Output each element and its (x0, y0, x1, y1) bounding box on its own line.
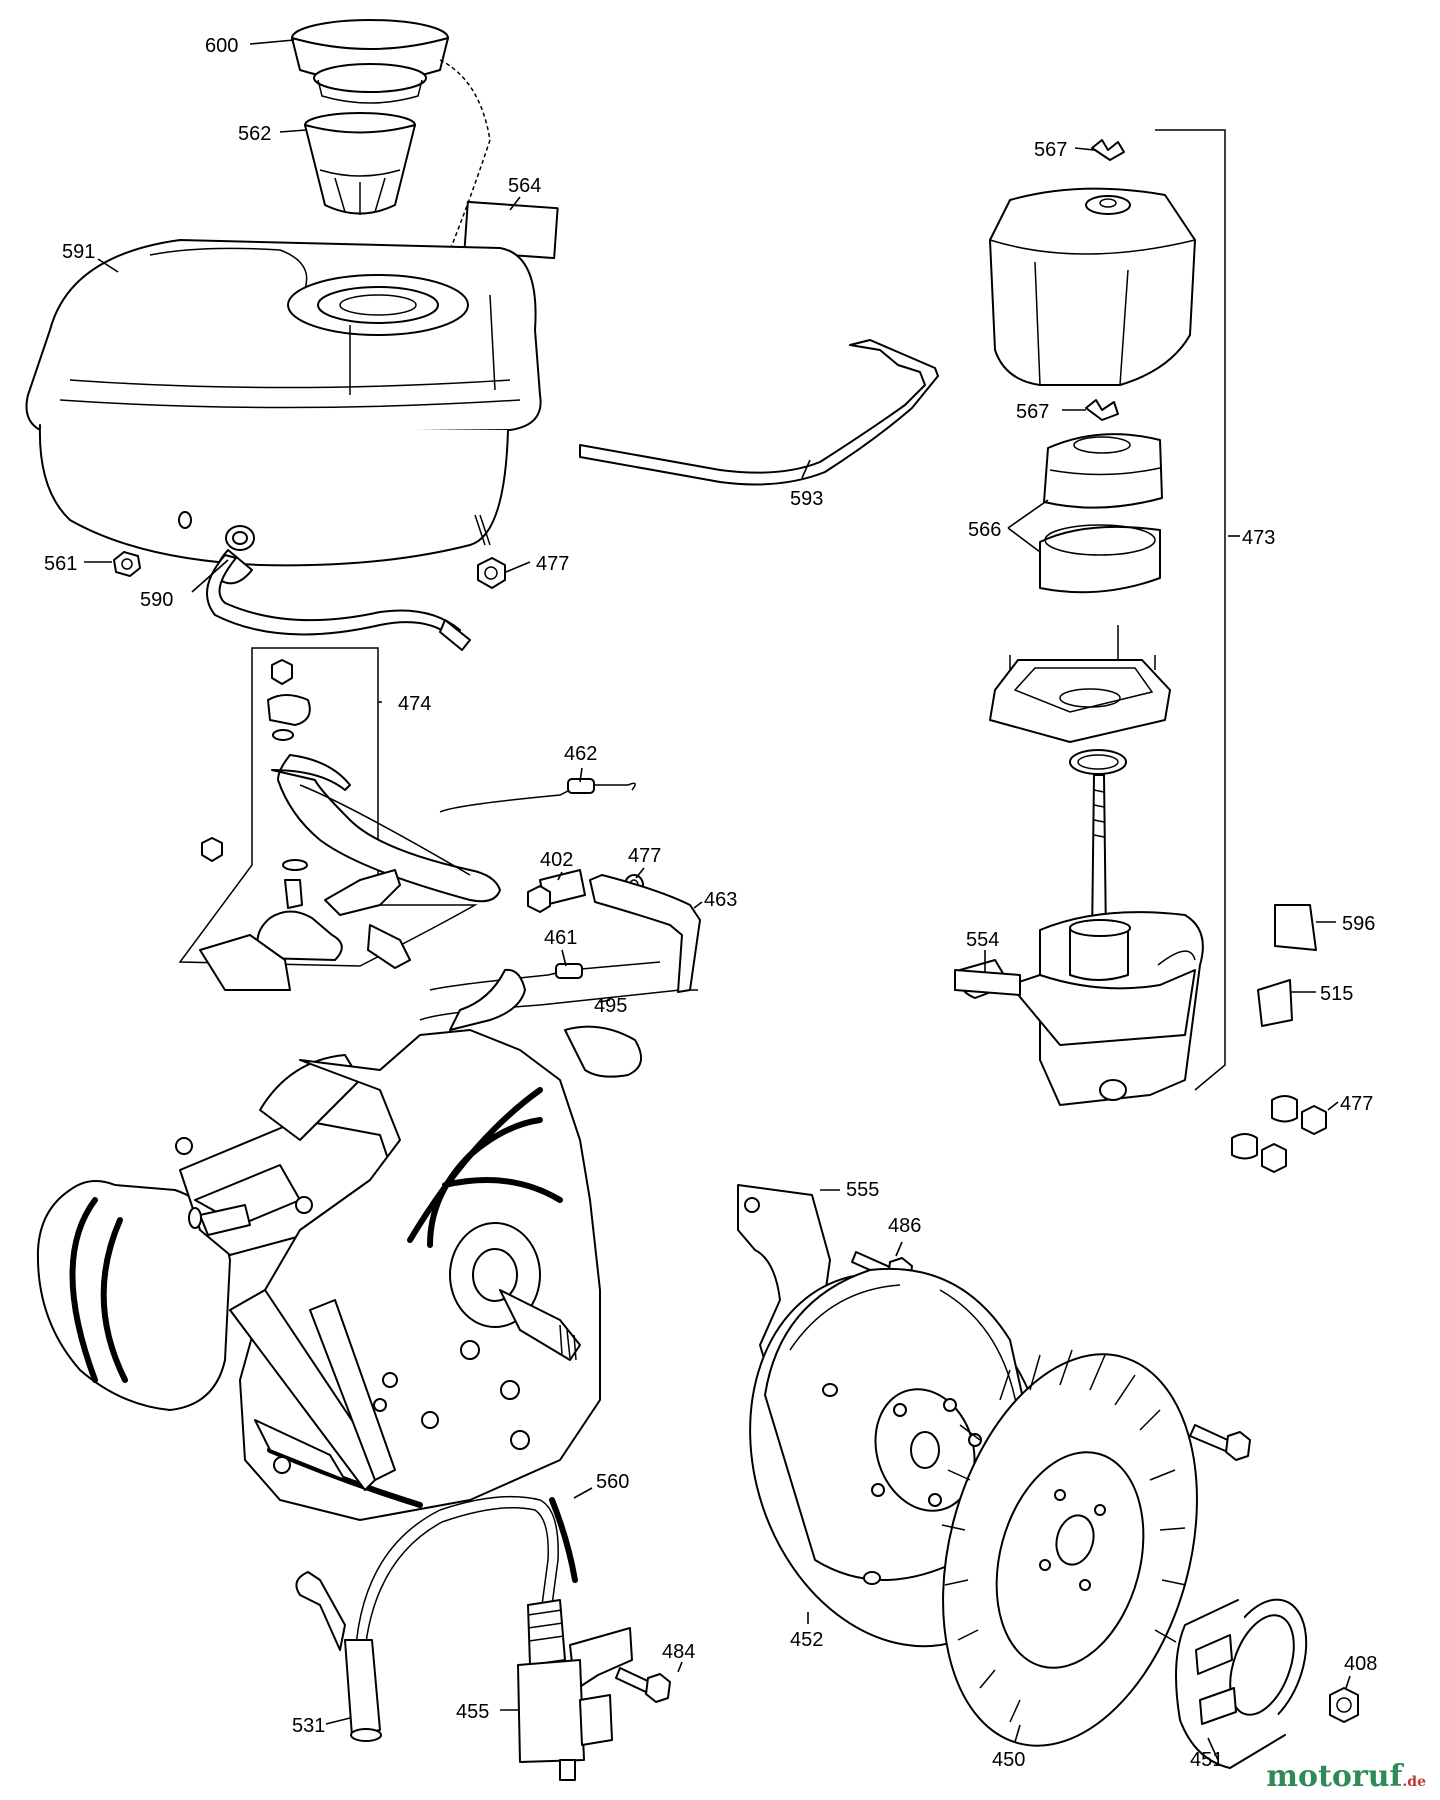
callout-455: 455 (456, 1701, 489, 1723)
callout-461: 461 (544, 927, 577, 949)
callout-596: 596 (1342, 913, 1375, 935)
callout-labels: 600 562 564 591 593 567 567 566 473 561 … (44, 35, 1377, 1771)
callout-484: 484 (662, 1641, 695, 1663)
callout-495: 495 (594, 995, 627, 1017)
callout-451: 451 (1190, 1749, 1223, 1771)
part-ignition-lead-560[interactable] (354, 1495, 578, 1661)
part-bolt-484[interactable] (615, 1667, 671, 1703)
part-air-filter-cover[interactable] (989, 187, 1196, 386)
part-pipe-554[interactable] (954, 969, 1021, 996)
part-governor-link-463[interactable] (589, 874, 701, 993)
callout-555: 555 (846, 1179, 879, 1201)
callout-591: 591 (62, 241, 95, 263)
callout-477-b: 477 (628, 845, 661, 867)
part-starter-cup-451[interactable] (1175, 1587, 1323, 1769)
part-nut-477-c[interactable] (1231, 1095, 1327, 1173)
part-filter-base-plate[interactable] (989, 625, 1171, 743)
callout-567-b: 567 (1016, 401, 1049, 423)
callout-561: 561 (44, 553, 77, 575)
callout-562: 562 (238, 123, 271, 145)
callout-600: 600 (205, 35, 238, 57)
part-label-596[interactable] (1274, 904, 1317, 951)
part-wing-nut-567-b[interactable] (1085, 399, 1119, 421)
callout-402: 402 (540, 849, 573, 871)
leader-lines (84, 39, 1351, 1761)
part-o-ring[interactable] (1069, 749, 1127, 775)
watermark-domain: .de (1402, 1774, 1426, 1790)
callout-567-a: 567 (1034, 139, 1067, 161)
callout-486: 486 (888, 1215, 921, 1237)
part-air-filter-housing[interactable] (958, 911, 1204, 1106)
callout-408: 408 (1344, 1653, 1377, 1675)
part-fuel-valve-hose[interactable] (206, 525, 471, 651)
part-fuel-strainer[interactable] (304, 112, 416, 215)
part-governor-assembly[interactable] (178, 647, 501, 991)
part-spark-plug-cap-531[interactable] (295, 1571, 382, 1742)
callout-593: 593 (790, 488, 823, 510)
callout-452: 452 (790, 1629, 823, 1651)
callout-463: 463 (704, 889, 737, 911)
watermark-brand: motoruf (1266, 1759, 1403, 1794)
callout-566: 566 (968, 519, 1001, 541)
part-engine-block[interactable] (36, 968, 643, 1521)
callout-477-c: 477 (1340, 1093, 1373, 1115)
part-spring-462[interactable] (439, 778, 636, 813)
part-collar-402[interactable] (527, 869, 586, 913)
callout-462: 462 (564, 743, 597, 765)
part-nut-477-a[interactable] (477, 557, 506, 589)
part-bolt-fan[interactable] (1189, 1424, 1251, 1461)
part-label-515[interactable] (1257, 979, 1293, 1027)
callout-477-a: 477 (536, 553, 569, 575)
callout-531: 531 (292, 1715, 325, 1737)
part-fuel-tank[interactable] (25, 239, 542, 567)
callout-450: 450 (992, 1749, 1025, 1771)
callout-474: 474 (398, 693, 431, 715)
callout-590: 590 (140, 589, 173, 611)
part-nut-408[interactable] (1329, 1687, 1359, 1723)
part-ignition-coil-455[interactable] (517, 1599, 633, 1781)
callout-564: 564 (508, 175, 541, 197)
part-spring-461[interactable] (429, 961, 661, 991)
part-bolt-561[interactable] (113, 551, 141, 577)
callout-560: 560 (596, 1471, 629, 1493)
callout-473: 473 (1242, 527, 1275, 549)
part-filter-element[interactable] (1039, 433, 1163, 594)
part-fan-450[interactable] (902, 1326, 1237, 1774)
callout-554: 554 (966, 929, 999, 951)
part-gasket-strip[interactable] (579, 339, 939, 486)
callout-515: 515 (1320, 983, 1353, 1005)
part-wing-nut-567-a[interactable] (1091, 139, 1125, 161)
watermark-logo: motoruf.de (1266, 1759, 1426, 1794)
